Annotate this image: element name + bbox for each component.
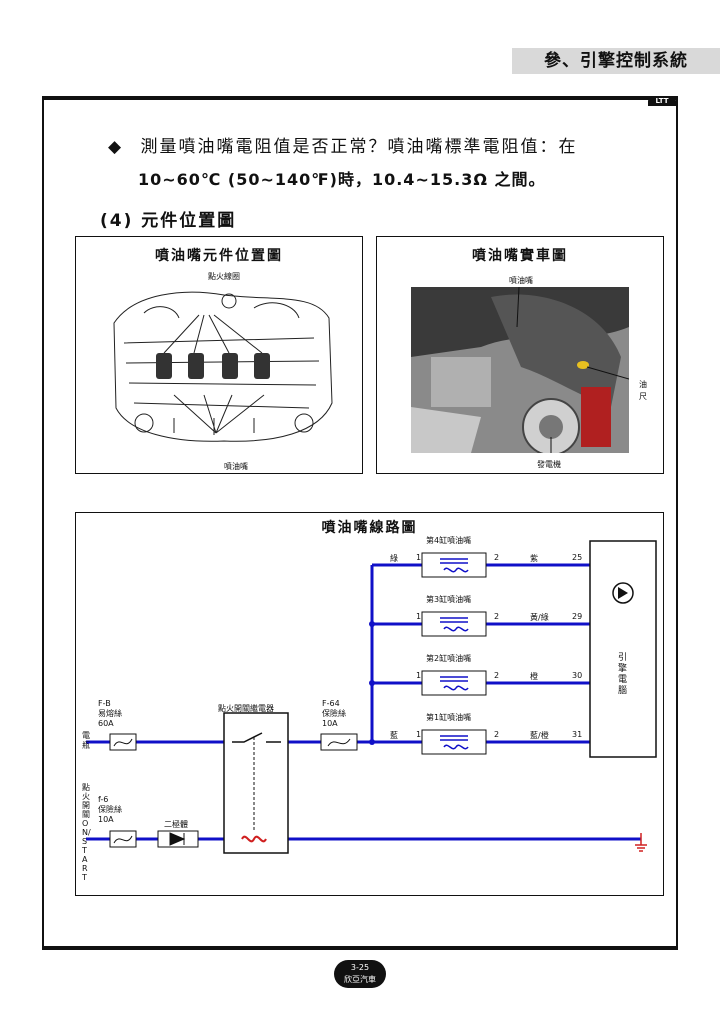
fuse-f64-name: 保險絲 (322, 709, 346, 718)
injector-1-name: 第1缸噴油嘴 (426, 713, 472, 722)
bottom-rule (42, 946, 678, 950)
injector-1-wire-in: 藍 (390, 731, 398, 740)
ignition-switch-label: 點火開關 ON/START (82, 783, 91, 882)
injector-2-wire-out: 橙 (530, 672, 538, 681)
ecm-pin-25: 25 (572, 553, 583, 562)
injector-3-pin-in: 1 (416, 612, 422, 621)
injector-3-wire-out: 黃/綠 (530, 613, 549, 622)
fuse-fb-label: F-B 易熔絲 60A (98, 699, 158, 729)
chapter-title: 參、引擎控制系統 (512, 48, 720, 74)
photo-panel: 噴油嘴實車圖 噴油嘴 油尺 發電機 (376, 236, 664, 474)
ecm-pin-31: 31 (572, 730, 583, 739)
wiring-diagram (86, 540, 657, 854)
publisher-name: 欣亞汽車 (344, 975, 376, 984)
injector-1-pin-in: 1 (416, 730, 422, 739)
injector-4-pin-in: 1 (416, 553, 422, 562)
engine-photo (411, 287, 629, 453)
corner-logo: LTT (648, 96, 676, 106)
battery-label: 電瓶 (82, 731, 90, 750)
injector-1-pin-out: 2 (494, 730, 500, 739)
fuse-fb-name: 易熔絲 (98, 709, 122, 718)
right-rule (676, 100, 678, 950)
fuse-fb-id: F-B (98, 699, 111, 708)
injector-4-wire-out: 紫 (530, 554, 538, 563)
relay-label: 點火開關繼電器 (218, 704, 274, 713)
fuse-f64-rating: 10A (322, 719, 338, 728)
fuse-fb-rating: 60A (98, 719, 114, 728)
injector-location-label: 噴油嘴 (224, 462, 248, 471)
page-number: 3-25 (350, 963, 370, 972)
injector-photo-label: 噴油嘴 (509, 276, 533, 285)
injector-4-pin-out: 2 (494, 553, 500, 562)
section-heading: (4) 元件位置圖 (100, 211, 237, 231)
bullet-text: 測量噴油嘴電阻值是否正常？噴油嘴標準電阻值：在 (140, 137, 578, 157)
injector-4-wire-in: 綠 (390, 554, 398, 563)
bullet-icon: ◆ (108, 137, 124, 157)
fuse-f6-id: f-6 (98, 795, 109, 804)
left-rule (42, 100, 44, 950)
injector-2-name: 第2缸噴油嘴 (426, 654, 472, 663)
injector-3-pin-out: 2 (494, 612, 500, 621)
circuit-panel: 噴油嘴線路圖 (75, 512, 664, 896)
fuse-f6-name: 保險絲 (98, 805, 122, 814)
fuse-f6-label: f-6 保險絲 10A (98, 795, 158, 825)
location-panel: 噴油嘴元件位置圖 點火線圈 噴油嘴 (75, 236, 363, 474)
fuse-f64-label: F-64 保險絲 10A (322, 699, 372, 729)
injector-3-name: 第3缸噴油嘴 (426, 595, 472, 604)
top-rule (42, 96, 678, 100)
fuse-f6-rating: 10A (98, 815, 114, 824)
page-badge: 3-25 欣亞汽車 (334, 960, 386, 988)
injector-4-name: 第4缸噴油嘴 (426, 536, 472, 545)
dipstick-label: 油尺 (639, 380, 647, 401)
location-panel-title: 噴油嘴元件位置圖 (155, 248, 283, 264)
ecm-pin-30: 30 (572, 671, 583, 680)
ecm-label: 引擎電腦 (618, 653, 628, 696)
alternator-label: 發電機 (537, 460, 561, 469)
injector-1-wire-out: 藍/橙 (530, 731, 549, 740)
ecm-pin-29: 29 (572, 612, 583, 621)
photo-panel-title: 噴油嘴實車圖 (472, 248, 568, 264)
bullet-line: ◆ 測量噴油嘴電阻值是否正常？噴油嘴標準電阻值：在 (108, 132, 577, 157)
engine-line-drawing (113, 291, 333, 442)
fuse-f64-id: F-64 (322, 699, 340, 708)
diode-label: 二極體 (164, 820, 188, 829)
injector-2-pin-in: 1 (416, 671, 422, 680)
ignition-coil-label: 點火線圈 (208, 272, 240, 281)
bullet-text-2: 10~60℃ (50~140℉)時，10.4~15.3Ω 之間。 (138, 170, 546, 189)
circuit-title: 噴油嘴線路圖 (321, 520, 418, 536)
injector-2-pin-out: 2 (494, 671, 500, 680)
